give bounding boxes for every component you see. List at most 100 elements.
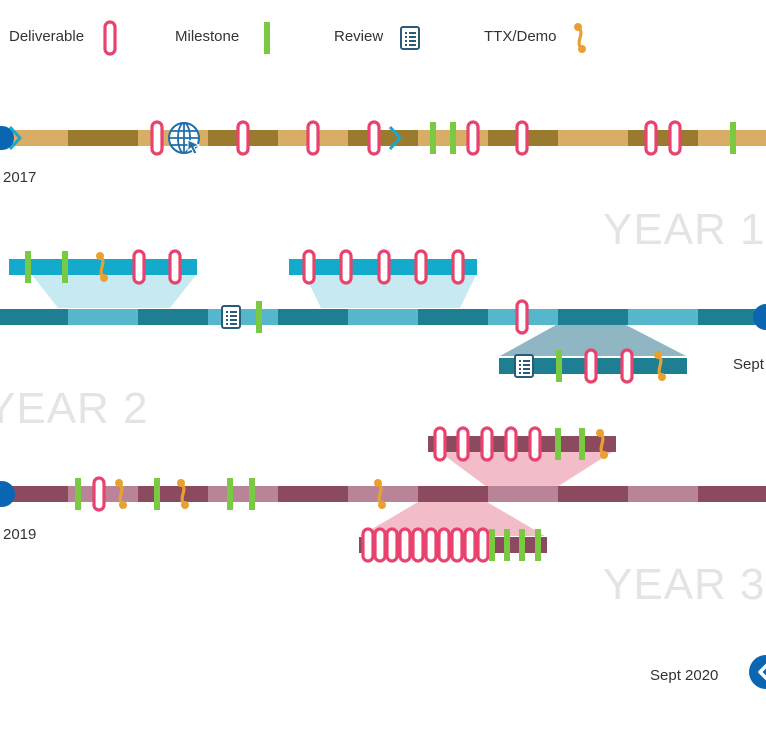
expanded-segment-b (289, 249, 477, 285)
timeline-track-2019 (0, 452, 766, 536)
deliverable-icon (451, 249, 465, 285)
track-segment (558, 309, 628, 325)
milestone-icon (430, 122, 436, 154)
deliverable-icon (463, 527, 477, 563)
milestone-icon (264, 22, 270, 54)
expanded-segment-c (499, 348, 687, 384)
date-sept-2018: Sept (733, 356, 764, 373)
track-segment (278, 486, 348, 502)
milestone-icon (504, 529, 510, 561)
deliverable-icon (339, 249, 353, 285)
milestone-icon (75, 478, 81, 510)
track-segment (628, 486, 698, 502)
chevron-right-icon (8, 125, 22, 151)
review-icon (221, 305, 241, 329)
ttx-demo-icon (654, 351, 666, 381)
ttx-demo-icon (596, 429, 608, 459)
expansion-fan (500, 325, 686, 356)
deliverable-icon (168, 249, 182, 285)
track-segment (698, 309, 766, 325)
deliverable-icon (385, 527, 399, 563)
deliverable-icon (433, 426, 447, 462)
track-segment (208, 309, 278, 325)
date-sept-2020: Sept 2020 (650, 667, 719, 684)
deliverable-icon (236, 120, 250, 156)
deliverable-icon (620, 348, 634, 384)
track-segment (138, 309, 208, 325)
deliverable-icon (150, 120, 164, 156)
track-segment (278, 309, 348, 325)
legend-ttx-label: TTX/Demo (484, 28, 557, 45)
milestone-icon (555, 428, 561, 460)
ttx-demo-icon (574, 23, 586, 53)
legend (103, 20, 586, 56)
ttx-demo-icon (96, 252, 108, 282)
deliverable-icon (515, 299, 529, 335)
track-segment (348, 309, 418, 325)
milestone-icon (62, 251, 68, 283)
milestone-icon (535, 529, 541, 561)
timeline-endpoint-icon (0, 126, 14, 150)
deliverable-icon (306, 120, 320, 156)
review-icon (514, 354, 534, 378)
legend-deliverable-label: Deliverable (9, 28, 85, 45)
review-icon (400, 26, 420, 50)
deliverable-icon (424, 527, 438, 563)
deliverable-icon (515, 120, 529, 156)
deliverable-icon (480, 426, 494, 462)
deliverable-icon (361, 527, 375, 563)
timeline-track-2017 (0, 120, 766, 156)
milestone-icon (450, 122, 456, 154)
track-segment (488, 486, 558, 502)
ttx-demo-icon (374, 479, 386, 509)
deliverable-icon (373, 527, 387, 563)
timeline-end-2020 (749, 655, 766, 689)
track-segment (0, 309, 68, 325)
expansion-fan (440, 452, 612, 487)
milestone-icon (579, 428, 585, 460)
track-segment (0, 486, 68, 502)
milestone-icon (154, 478, 160, 510)
track-segment (558, 130, 628, 146)
track-segment (138, 486, 208, 502)
deliverable-icon (584, 348, 598, 384)
deliverable-icon (450, 527, 464, 563)
timeline-endpoint-icon (753, 304, 766, 330)
milestone-icon (227, 478, 233, 510)
track-segment (68, 130, 138, 146)
deliverable-icon (367, 120, 381, 156)
expansion-fan (360, 502, 545, 536)
deliverable-icon (103, 20, 117, 56)
year-1-label: YEAR 1 (603, 205, 766, 254)
timeline-track-2018 (0, 275, 766, 356)
track-segment (348, 130, 418, 146)
deliverable-icon (466, 120, 480, 156)
deliverable-icon (668, 120, 682, 156)
deliverable-icon (476, 527, 490, 563)
expanded-segment-e (359, 527, 547, 563)
year-3-label: YEAR 3 (603, 560, 766, 609)
milestone-icon (556, 350, 562, 382)
timeline-endpoint-icon (0, 481, 15, 507)
track-segment (68, 309, 138, 325)
milestone-icon (489, 529, 495, 561)
year-2-label: YEAR 2 (0, 384, 149, 433)
deliverable-icon (504, 426, 518, 462)
date-2017: 2017 (3, 169, 37, 186)
date-2019: 2019 (3, 526, 37, 543)
track-segment (208, 486, 278, 502)
deliverable-icon (437, 527, 451, 563)
deliverable-icon (456, 426, 470, 462)
globe-icon (168, 122, 201, 155)
legend-milestone-label: Milestone (175, 28, 240, 45)
track-segment (628, 309, 698, 325)
milestone-icon (256, 301, 262, 333)
legend-review-label: Review (334, 28, 384, 45)
expanded-segment-a (9, 249, 197, 285)
milestone-icon (730, 122, 736, 154)
expanded-segment-d (428, 426, 616, 462)
milestone-icon (519, 529, 525, 561)
expansion-fan (32, 275, 196, 308)
track-segment (558, 486, 628, 502)
deliverable-icon (302, 249, 316, 285)
